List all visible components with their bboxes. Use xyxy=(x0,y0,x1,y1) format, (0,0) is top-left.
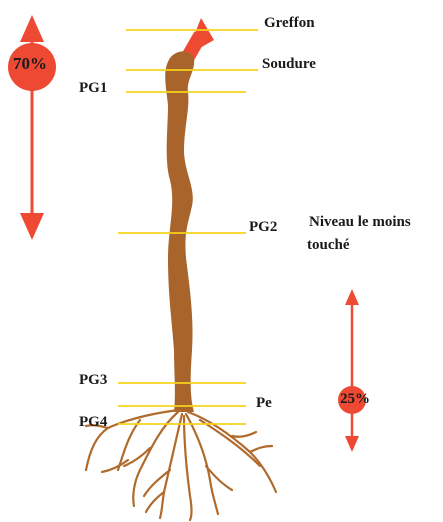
label-pg2: PG2 xyxy=(249,220,277,235)
label-greffon: Greffon xyxy=(264,16,315,31)
label-pe: Pe xyxy=(256,396,272,411)
lower-percentage-arrow-icon xyxy=(338,289,366,452)
label-pg3: PG3 xyxy=(79,373,107,388)
label-niveau-line1: Niveau le moins xyxy=(309,215,411,230)
label-soudure: Soudure xyxy=(262,57,316,72)
lower-percentage: 25% xyxy=(340,392,370,407)
label-niveau-line2: touché xyxy=(307,238,350,253)
upper-percentage-arrow-icon xyxy=(8,15,56,240)
root-system xyxy=(86,410,276,520)
vine-trunk xyxy=(165,51,194,412)
upper-percentage: 70% xyxy=(13,55,47,72)
label-pg4: PG4 xyxy=(79,415,107,430)
label-pg1: PG1 xyxy=(79,81,107,96)
